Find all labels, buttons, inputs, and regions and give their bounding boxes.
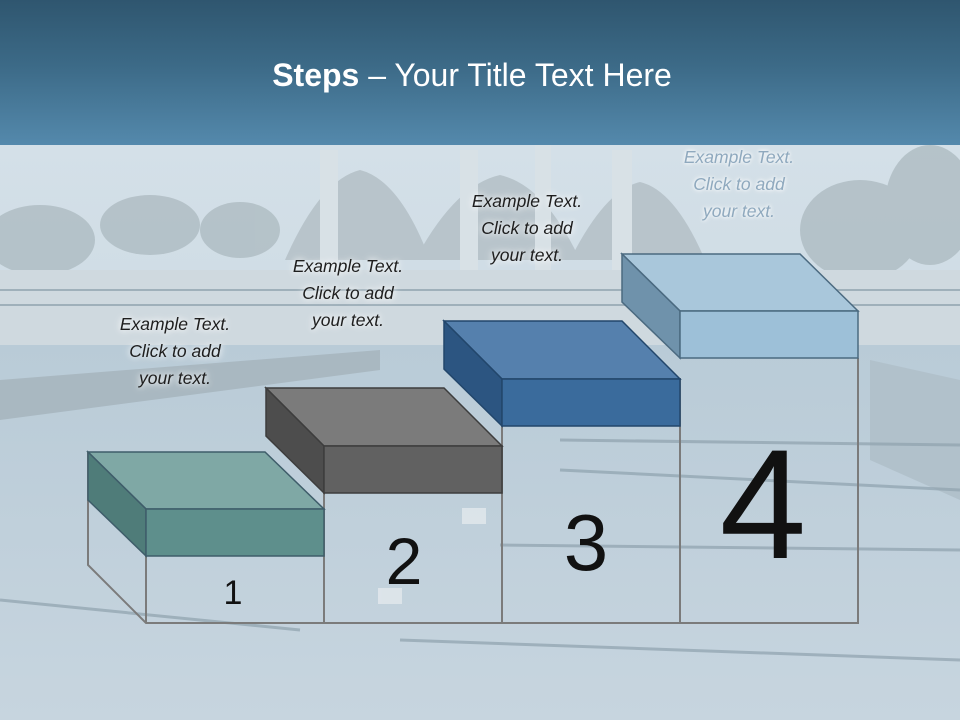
step-1-number: 1 (224, 574, 243, 612)
step-2-number: 2 (386, 524, 423, 598)
step-2-block[interactable] (264, 386, 504, 495)
step-4-block[interactable] (620, 252, 860, 360)
title-band (0, 0, 960, 145)
slide-title[interactable]: Steps – Your Title Text Here (0, 54, 944, 96)
title-rest: – Your Title Text Here (359, 57, 672, 93)
step-1-block[interactable] (86, 450, 326, 558)
step-1-text[interactable]: Example Text. Click to add your text. (119, 314, 231, 388)
step-3-text[interactable]: Example Text. Click to add your text. (471, 191, 583, 265)
step-3-block[interactable] (442, 319, 682, 428)
step-2-text[interactable]: Example Text. Click to add your text. (292, 256, 404, 330)
title-bold: Steps (272, 57, 360, 93)
step-4-number: 4 (720, 418, 807, 592)
step-3-number: 3 (564, 498, 609, 587)
step-4-text[interactable]: Example Text. Click to add your text. (683, 147, 795, 221)
